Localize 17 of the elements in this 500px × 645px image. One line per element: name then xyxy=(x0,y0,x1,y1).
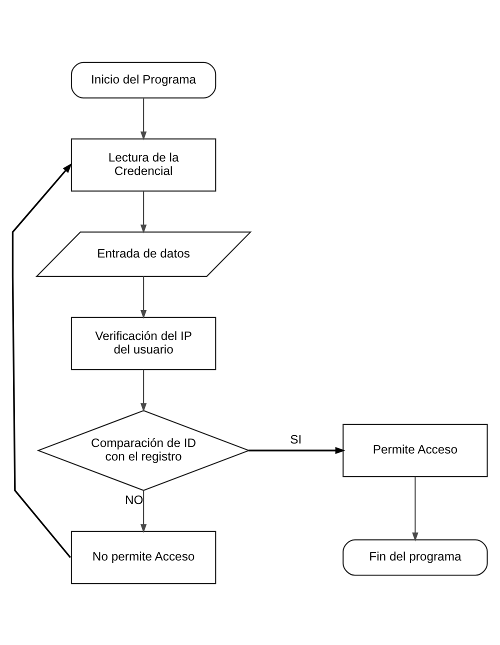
node-box: Verificación del IP del usuario xyxy=(70,316,216,370)
arrow xyxy=(12,162,72,558)
edge-label: SI xyxy=(290,432,302,446)
arrow xyxy=(140,490,147,533)
arrow xyxy=(248,446,346,454)
arrow xyxy=(140,370,147,412)
node-box: Inicio del Programa xyxy=(70,61,216,98)
arrow xyxy=(140,190,147,234)
node-box: Lectura de la Credencial xyxy=(70,138,216,192)
arrow xyxy=(412,476,418,541)
node-diamond: Comparación de ID con el registro xyxy=(36,410,250,491)
arrow xyxy=(140,98,147,140)
node-box: Fin del programa xyxy=(342,538,488,576)
edge-label: NO xyxy=(124,492,144,507)
node-box: Permite Acceso xyxy=(342,423,488,477)
arrow xyxy=(140,276,147,318)
node-box: No permite Acceso xyxy=(70,530,216,584)
